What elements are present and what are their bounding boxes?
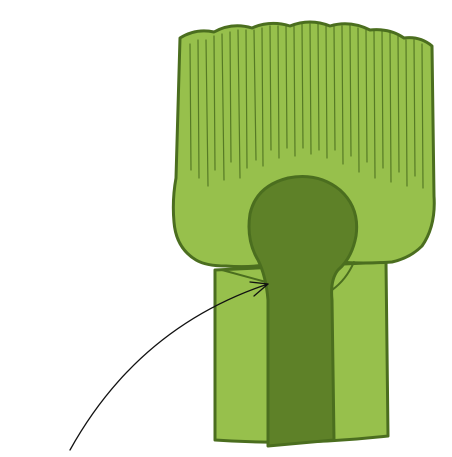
plant-structure-illustration (0, 0, 452, 457)
